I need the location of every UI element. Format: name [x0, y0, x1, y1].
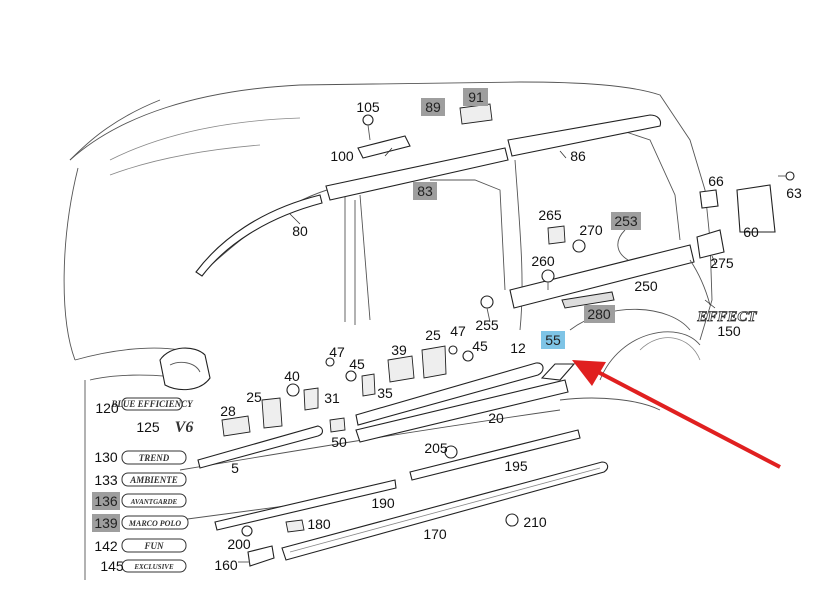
label-150: 150 — [717, 323, 741, 339]
badge-fun: FUN — [143, 541, 164, 551]
roof-rails — [195, 114, 725, 309]
label-91: 91 — [468, 89, 484, 105]
label-20: 20 — [488, 410, 504, 426]
label-60: 60 — [743, 224, 759, 240]
label-160: 160 — [214, 557, 238, 573]
label-63: 63 — [786, 185, 802, 201]
label-180: 180 — [307, 516, 331, 532]
label-136: 136 — [94, 493, 118, 509]
badge-marco-polo: MARCO POLO — [128, 519, 181, 528]
label-28: 28 — [220, 403, 236, 419]
label-39: 39 — [391, 342, 407, 358]
label-47b: 47 — [450, 323, 466, 339]
label-45b: 45 — [472, 338, 488, 354]
label-45a: 45 — [349, 356, 365, 372]
label-80: 80 — [292, 223, 308, 239]
side-mouldings — [197, 345, 576, 469]
label-100: 100 — [330, 148, 354, 164]
label-145: 145 — [100, 558, 124, 574]
badges: BLUE EFFICIENCY V6 TREND AMBIENTE AVANTG… — [110, 309, 758, 573]
label-170: 170 — [423, 526, 447, 542]
label-260: 260 — [531, 253, 555, 269]
label-255: 255 — [475, 317, 499, 333]
label-105: 105 — [356, 99, 380, 115]
badge-trend: TREND — [139, 453, 170, 463]
label-50: 50 — [331, 434, 347, 450]
label-253: 253 — [614, 213, 638, 229]
label-25b: 25 — [246, 389, 262, 405]
sill-trims — [214, 429, 609, 567]
label-5: 5 — [231, 460, 239, 476]
upper-hardware — [357, 103, 795, 323]
badge-avantgarde: AVANTGARDE — [130, 498, 178, 506]
label-66: 66 — [708, 173, 724, 189]
label-25a: 25 — [425, 327, 441, 343]
label-265: 265 — [538, 207, 562, 223]
label-86: 86 — [570, 148, 586, 164]
badge-blue-efficiency: BLUE EFFICIENCY — [110, 399, 194, 409]
label-83: 83 — [417, 183, 433, 199]
label-12: 12 — [510, 340, 526, 356]
badge-v6: V6 — [175, 419, 194, 436]
highlights — [92, 88, 641, 532]
label-40: 40 — [284, 368, 300, 384]
label-190: 190 — [371, 495, 395, 511]
label-31: 31 — [324, 390, 340, 406]
label-280: 280 — [587, 306, 611, 322]
leader-lines — [289, 147, 717, 309]
label-250: 250 — [634, 278, 658, 294]
label-130: 130 — [94, 449, 118, 465]
label-125: 125 — [136, 419, 160, 435]
label-205: 205 — [424, 440, 448, 456]
label-133: 133 — [94, 472, 118, 488]
label-270: 270 — [579, 222, 603, 238]
label-120: 120 — [95, 400, 119, 416]
badge-effect: EFFECT — [696, 309, 757, 325]
badge-ambiente: AMBIENTE — [129, 475, 178, 485]
label-142: 142 — [94, 538, 118, 554]
part-number-labels: 105 89 91 100 86 83 66 63 80 265 270 253… — [94, 89, 802, 574]
label-139: 139 — [94, 515, 118, 531]
label-275: 275 — [710, 255, 734, 271]
label-89: 89 — [425, 99, 441, 115]
label-55: 55 — [545, 332, 561, 348]
label-35: 35 — [377, 385, 393, 401]
label-47a: 47 — [329, 344, 345, 360]
vehicle-outline — [63, 81, 713, 580]
label-210: 210 — [523, 514, 547, 530]
badge-exclusive: EXCLUSIVE — [133, 563, 174, 571]
red-arrow — [572, 360, 781, 469]
label-195: 195 — [504, 458, 528, 474]
label-200: 200 — [227, 536, 251, 552]
